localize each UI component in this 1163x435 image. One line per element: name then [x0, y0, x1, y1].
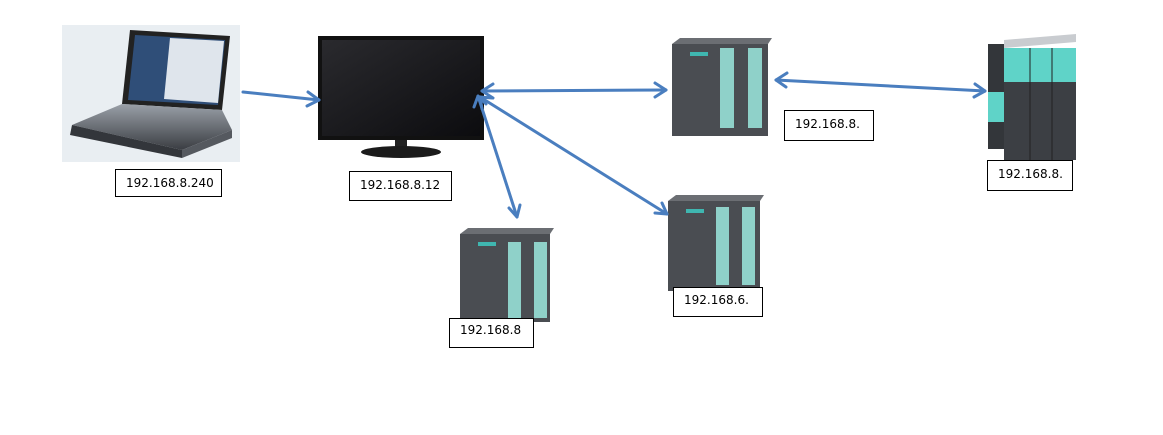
monitor-ip-label: 192.168.8.12 — [349, 171, 452, 201]
plc-bottom-right-ip-label: 192.168.6. — [673, 287, 763, 317]
laptop-icon — [62, 25, 240, 162]
arrow-laptop-to-monitor — [241, 90, 321, 108]
plc-bottom-left-ip-label: 192.168.8 — [449, 318, 534, 348]
arrow-monitor-plc-top — [480, 81, 668, 100]
monitor-icon — [318, 36, 484, 158]
arrow-plc-drive — [774, 71, 987, 99]
laptop-ip-label: 192.168.8.240 — [115, 169, 222, 197]
plc-icon — [672, 38, 772, 136]
drive-ip-label: 192.168.8. — [987, 160, 1073, 191]
plc-top-ip-label: 192.168.8. — [784, 110, 874, 141]
arrow-monitor-plc-bottom-left — [472, 94, 522, 219]
arrow-monitor-plc-bottom-right — [478, 95, 669, 216]
plc-icon — [460, 228, 554, 322]
servo-drive-icon — [988, 34, 1076, 160]
plc-icon — [668, 195, 764, 291]
